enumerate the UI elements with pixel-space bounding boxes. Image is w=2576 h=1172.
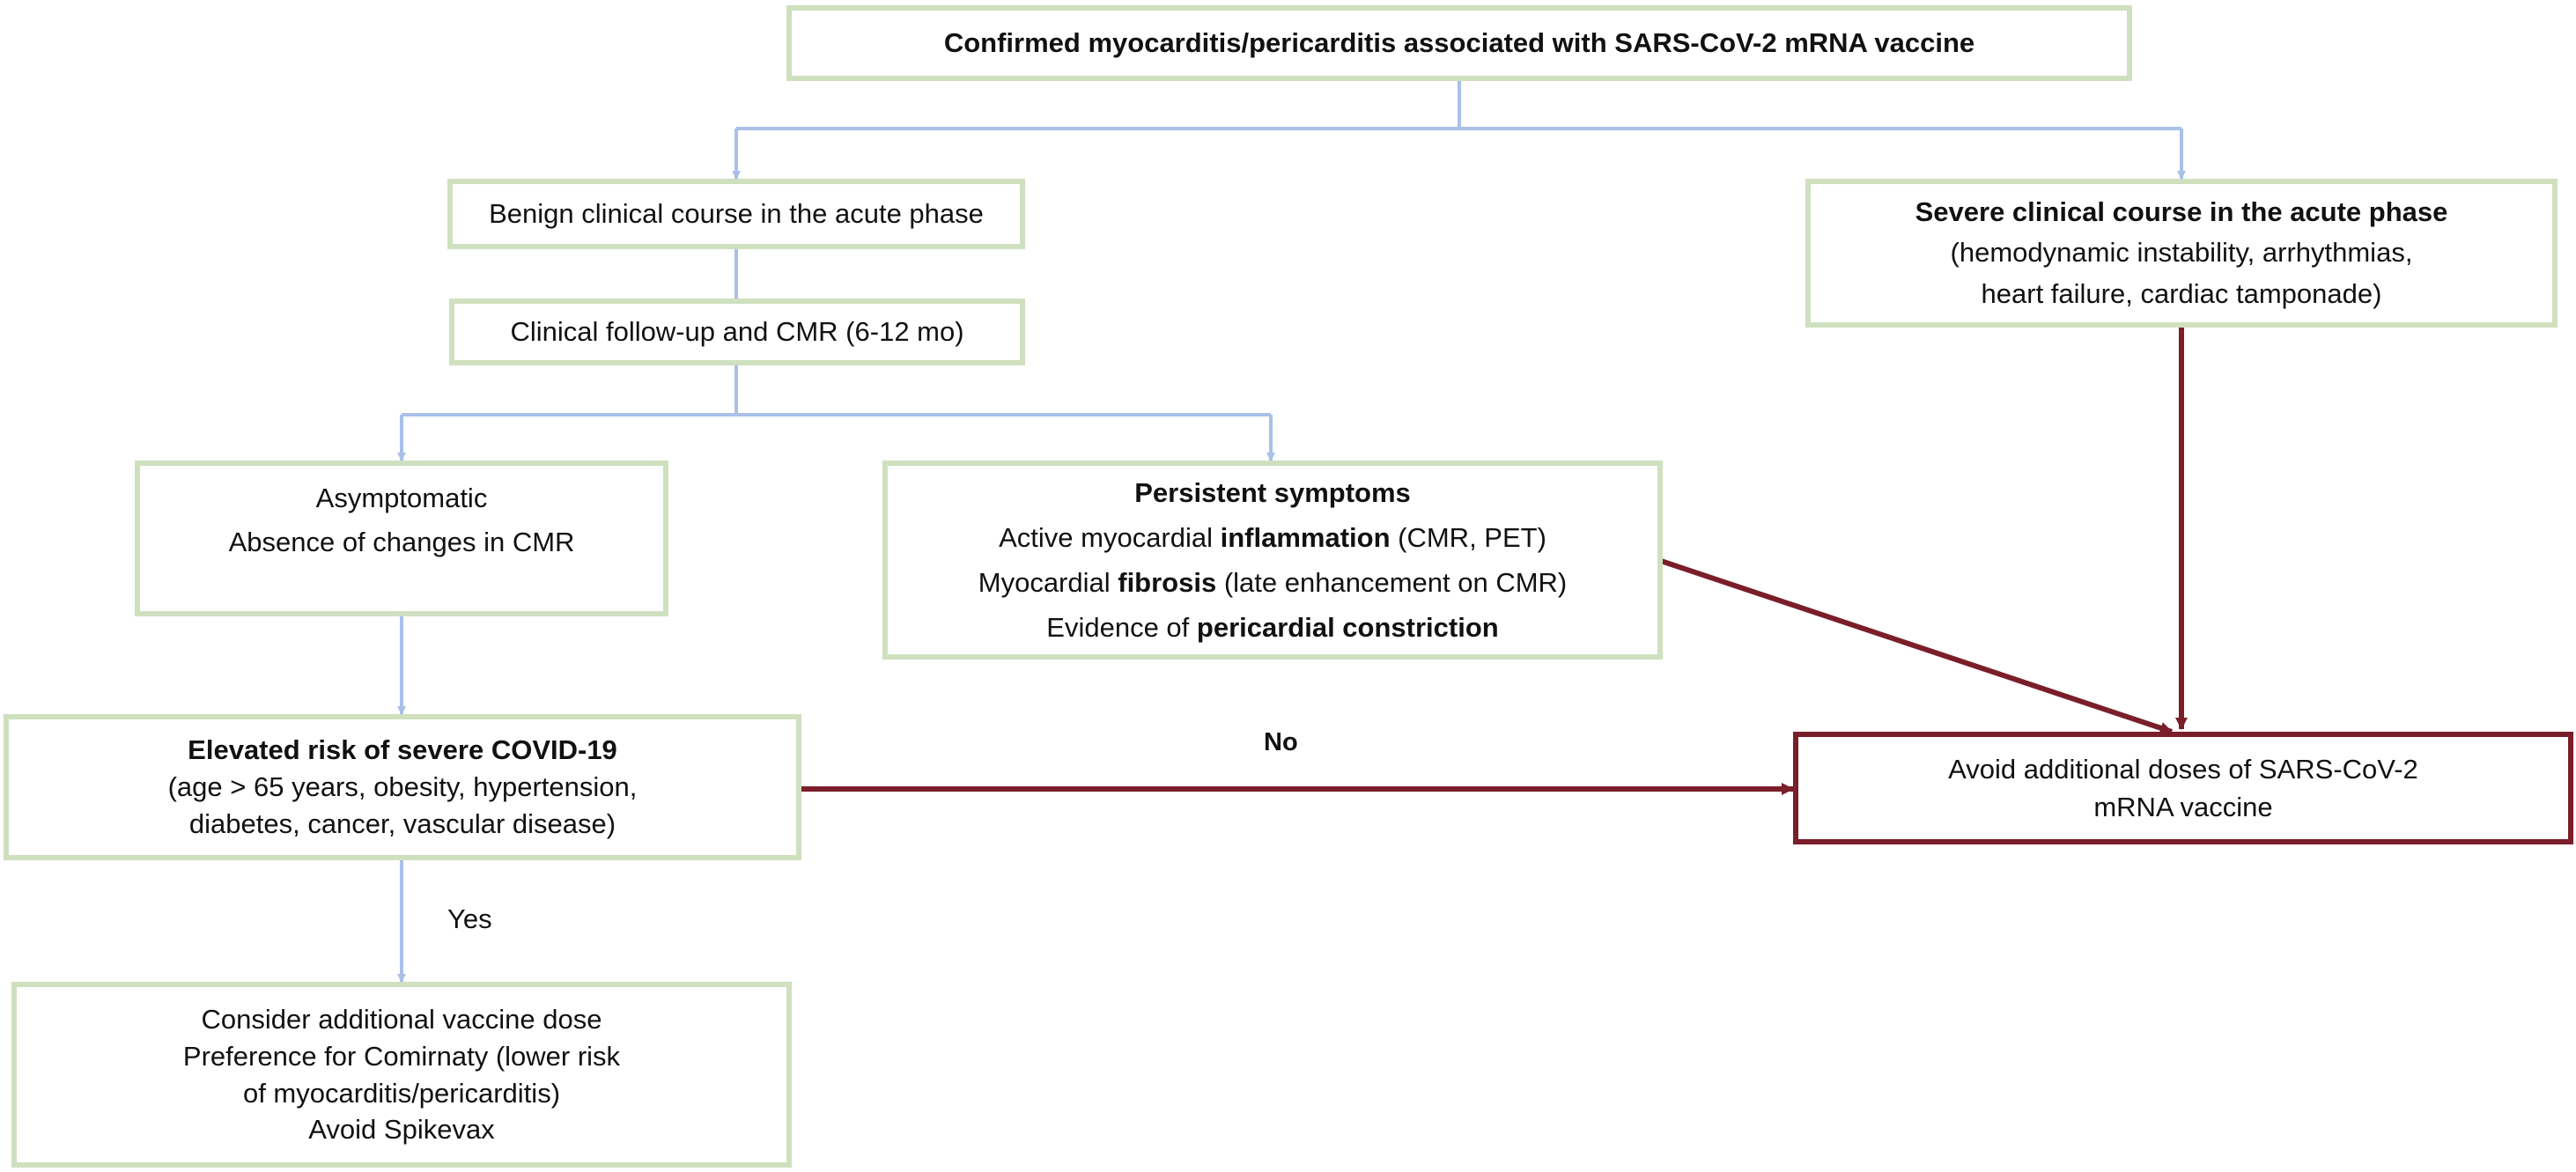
- node-confirmed-myocarditis: Confirmed myocarditis/pericarditis assoc…: [786, 5, 2132, 81]
- node-line: (hemodynamic instability, arrhythmias,: [1950, 237, 2413, 269]
- node-persistent-symptoms: Persistent symptoms Active myocardial in…: [882, 461, 1663, 660]
- node-title: Elevated risk of severe COVID-19: [188, 734, 617, 766]
- node-line-fibrosis: Myocardial fibrosis (late enhancement on…: [978, 567, 1568, 598]
- node-line: Preference for Comirnaty (lower risk: [182, 1040, 621, 1072]
- node-text: Clinical follow-up and CMR (6-12 mo): [510, 315, 964, 347]
- node-line: diabetes, cancer, vascular disease): [188, 807, 616, 839]
- node-avoid-additional-doses: Avoid additional doses of SARS-CoV-2 mRN…: [1793, 732, 2573, 844]
- node-text: Benign clinical course in the acute phas…: [489, 197, 984, 229]
- node-elevated-risk: Elevated risk of severe COVID-19 (age > …: [4, 714, 801, 860]
- node-title: Persistent symptoms: [1134, 476, 1411, 508]
- node-line: Avoid additional doses of SARS-CoV-2: [1948, 753, 2418, 785]
- node-line: of myocarditis/pericarditis): [242, 1077, 561, 1109]
- node-line: heart failure, cardiac tamponade): [1981, 277, 2382, 309]
- node-line: Consider additional vaccine dose: [201, 1003, 602, 1035]
- connector-followup-split: [402, 365, 1271, 416]
- connector-root-split: [736, 81, 2181, 130]
- node-line-inflammation: Active myocardial inflammation (CMR, PET…: [999, 521, 1546, 553]
- node-severe-course: Severe clinical course in the acute phas…: [1805, 179, 2558, 328]
- node-line: mRNA vaccine: [2093, 792, 2273, 822]
- arrow-persistent-to-avoid: [1660, 558, 2173, 734]
- edge-label-yes: Yes: [447, 903, 492, 934]
- node-text: Confirmed myocarditis/pericarditis assoc…: [943, 26, 1975, 58]
- node-asymptomatic: Asymptomatic Absence of changes in CMR: [135, 461, 668, 616]
- node-line: Absence of changes in CMR: [228, 526, 575, 557]
- node-title: Severe clinical course in the acute phas…: [1915, 195, 2448, 227]
- node-line: Asymptomatic: [315, 483, 488, 513]
- node-clinical-followup: Clinical follow-up and CMR (6-12 mo): [449, 299, 1025, 365]
- node-line: (age > 65 years, obesity, hypertension,: [167, 771, 638, 803]
- node-line-constriction: Evidence of pericardial constriction: [1046, 612, 1499, 644]
- node-line: Avoid Spikevax: [308, 1114, 495, 1146]
- node-benign-course: Benign clinical course in the acute phas…: [447, 179, 1025, 249]
- node-consider-additional-dose: Consider additional vaccine dose Prefere…: [11, 982, 792, 1168]
- edge-label-no: No: [1264, 728, 1298, 756]
